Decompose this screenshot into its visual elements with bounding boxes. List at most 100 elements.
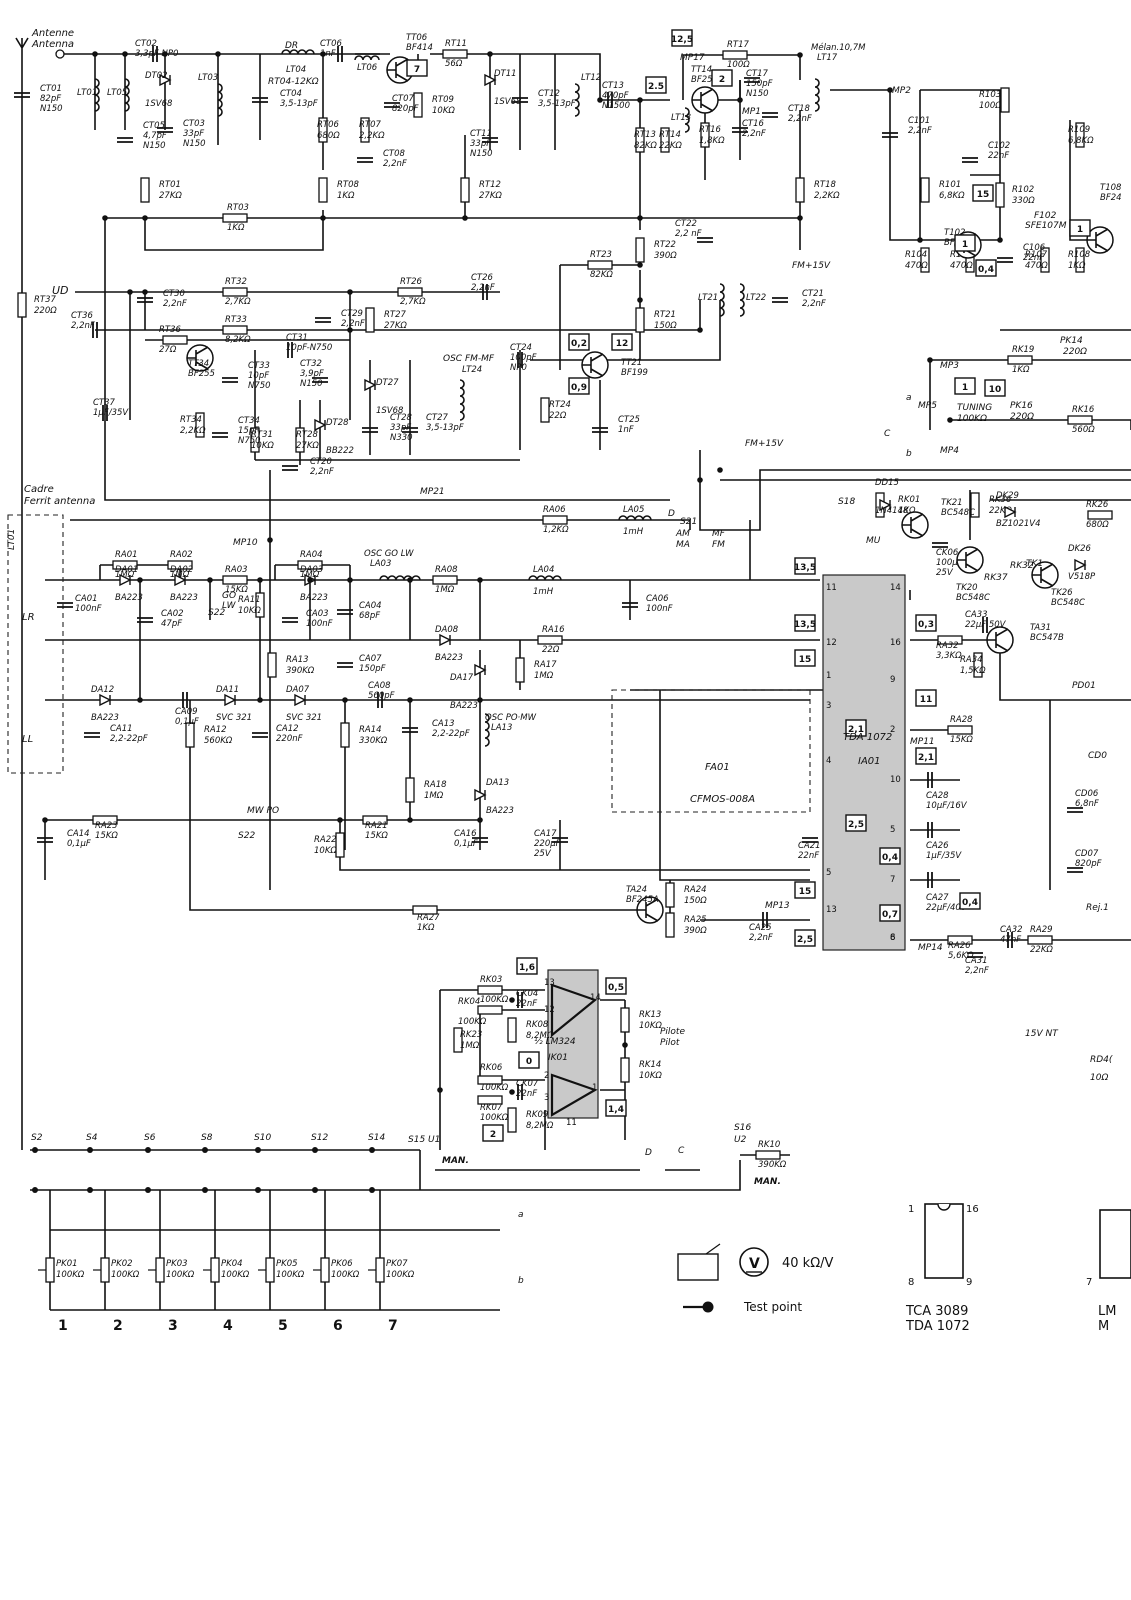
capacitor-ref: CT01 [40, 84, 62, 94]
resistor-value: 680Ω [1086, 520, 1109, 530]
junction-dot [947, 417, 953, 423]
resistor-ref: RA27 [417, 913, 440, 923]
voltage-box-frame [568, 377, 590, 395]
voltage-box: 0,4 [879, 847, 901, 865]
resistor-body [947, 935, 973, 945]
voltage-box: 2,5 [845, 814, 867, 832]
junction-dot [597, 97, 603, 103]
voltage-box-frame [959, 892, 981, 910]
preset-ref: PK05 [276, 1259, 298, 1269]
resistor-ref: RT08 [337, 180, 360, 190]
dip16-outline [924, 1203, 964, 1279]
ic-pin-number: 12 [826, 638, 837, 648]
junction-dot [927, 357, 933, 363]
transistor-type: BF24 [1100, 193, 1122, 203]
rk37-label: RK37 [984, 573, 1008, 583]
switch-s14: S14 [368, 1133, 385, 1193]
inductor-ref: LT06 [357, 63, 378, 73]
s22-top-label: S22 [208, 608, 225, 618]
resistor-value: 1MΩ [115, 570, 135, 580]
diode-symbol [879, 498, 892, 512]
voltage-box-frame [568, 333, 590, 351]
resistor-ref: R101 [939, 180, 961, 190]
b-right-label: b [906, 449, 912, 459]
capacitor-ref: C106 [1023, 243, 1046, 253]
resistor-body [620, 1007, 630, 1033]
diode-symbol [439, 633, 452, 647]
inductor-coil [459, 379, 465, 421]
dip14-outline [1099, 1209, 1131, 1279]
capacitor-plates [282, 465, 298, 471]
resistor-body [1075, 247, 1085, 273]
capacitor-value: 22nF [1023, 253, 1044, 263]
c-right-label: C [884, 429, 891, 439]
f102-label: F102 [1034, 211, 1057, 221]
switch-contact [145, 1187, 151, 1193]
resistor-ref: RT37 [34, 295, 57, 305]
diode-type: BA223 [91, 713, 119, 723]
resistor-ref: RK04 [458, 997, 480, 1007]
capacitor-plates [222, 377, 238, 383]
diode-symbol [474, 663, 487, 677]
resistor-body [222, 575, 248, 585]
capacitor-plates [517, 992, 523, 1008]
resistor-body [167, 560, 193, 570]
capacitor-plates [982, 617, 988, 633]
capacitor-value: 2,2-22pF [432, 729, 470, 739]
diode-type: BA223 [450, 701, 478, 711]
resistor-body [587, 260, 613, 270]
resistor-body [360, 117, 370, 143]
pk16-value: 220Ω [1010, 412, 1034, 422]
transistor-ref: T108 [1100, 183, 1122, 193]
resistor-body [340, 722, 350, 748]
mp17-label: MP17 [680, 53, 705, 63]
dr-label: DR [285, 41, 298, 51]
resistor-value: 680Ω [317, 131, 340, 141]
transistor-leads [1087, 228, 1109, 252]
capacitor-ref: CA09 [175, 707, 198, 717]
transistor-ref: TA24 [626, 885, 647, 895]
capacitor-extra: N1500 [602, 101, 630, 111]
resistor-ref: RA14 [359, 725, 382, 735]
capacitor-ref: CT20 [310, 457, 332, 467]
resistor-value: 8,2MΩ [526, 1121, 554, 1131]
junction-dot [697, 477, 703, 483]
resistor-value: 1KΩ [1068, 261, 1086, 271]
voltage-value: 0 [526, 1057, 532, 1067]
junction-dot [407, 577, 413, 583]
mw-po-label: MW PO [247, 806, 279, 816]
resistor-body [222, 325, 248, 335]
switch-contact [312, 1187, 318, 1193]
junction-dot [437, 1087, 443, 1093]
inductor-ref: LT22 [746, 293, 766, 303]
diode-type: 1SV68 [494, 97, 522, 107]
resistor-body [920, 177, 930, 203]
inductor-ref: LT17 [817, 53, 838, 63]
capacitor-plates [927, 772, 933, 788]
capacitor-plates [102, 405, 108, 421]
lm324-pin-number: 1 [592, 1083, 597, 1093]
voltage-box-frame [794, 881, 816, 899]
voltage-value: 15 [799, 655, 812, 665]
diode-symbol [159, 73, 172, 87]
capacitor-ref: CT31 [286, 333, 308, 343]
ic-pin-number: 8 [890, 933, 895, 943]
voltage-box: 15 [794, 649, 816, 667]
junction-dot [320, 51, 326, 57]
resistor-body [255, 592, 265, 618]
transistor-leads [387, 58, 409, 82]
inductor-coil [684, 107, 690, 133]
